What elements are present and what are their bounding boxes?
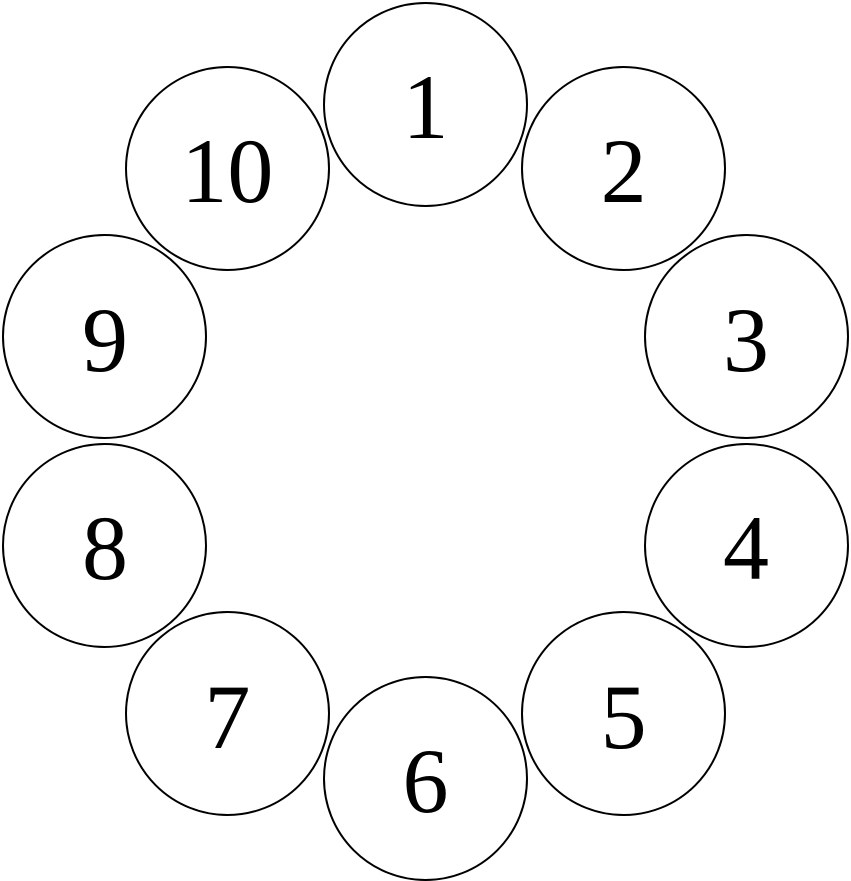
circle-node-2: 2 — [521, 65, 727, 271]
circle-node-label: 3 — [723, 288, 769, 391]
circle-node-4: 4 — [643, 442, 849, 648]
circle-node-label: 2 — [600, 120, 647, 223]
circle-node-label: 8 — [81, 497, 128, 600]
circle-node-1: 1 — [323, 1, 528, 207]
circle-node-label: 10 — [181, 120, 274, 223]
circle-node-7: 7 — [124, 611, 330, 817]
circle-node-8: 8 — [2, 442, 208, 648]
circle-node-label: 9 — [81, 288, 128, 391]
circle-node-label: 4 — [723, 497, 769, 600]
circle-node-label: 1 — [402, 56, 449, 158]
circle-node-label: 6 — [402, 730, 449, 832]
circle-node-5: 5 — [521, 611, 727, 817]
circle-node-9: 9 — [2, 234, 208, 440]
circle-node-3: 3 — [643, 234, 849, 440]
circle-node-label: 7 — [204, 665, 251, 768]
circle-node-6: 6 — [323, 675, 528, 881]
circle-node-label: 5 — [600, 665, 647, 768]
circle-node-10: 10 — [124, 65, 330, 271]
